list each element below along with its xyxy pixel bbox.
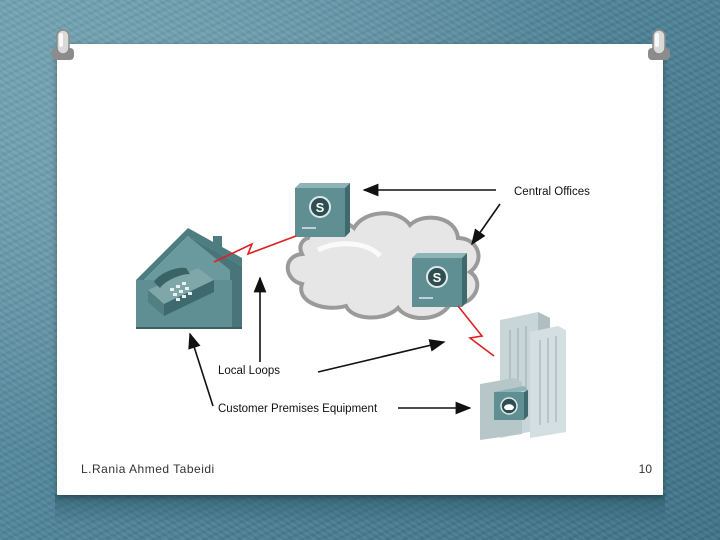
annotation-arrows [188, 183, 501, 415]
lightning-link-icon [213, 235, 495, 357]
slide-shadow [55, 494, 665, 524]
central-offices-label: Central Offices [514, 186, 590, 198]
pbx-icon [494, 386, 528, 420]
office-building-icon [480, 312, 566, 440]
footer-author: L.Rania Ahmed Tabeidi [81, 462, 215, 476]
page-number: 10 [638, 462, 652, 476]
svg-text:S: S [433, 270, 442, 285]
telephone-icon [148, 267, 214, 316]
local-loops-label: Local Loops [218, 365, 280, 377]
binder-peg-right-icon [648, 29, 670, 60]
svg-text:S: S [316, 200, 325, 215]
cpe-label: Customer Premises Equipment [218, 403, 378, 415]
switch-icon: S [412, 253, 467, 307]
telephone-network-diagram: S S [118, 170, 603, 445]
switch-icon: S [295, 183, 350, 237]
binder-peg-left-icon [52, 29, 74, 60]
